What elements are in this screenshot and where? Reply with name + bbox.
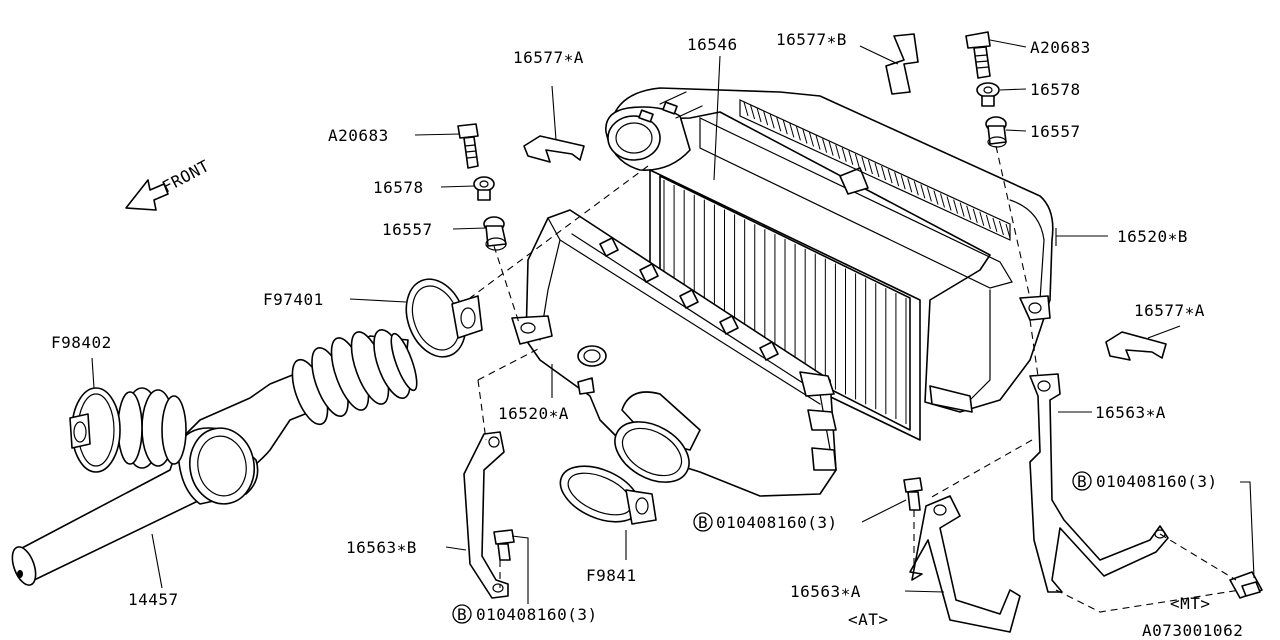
label-bolt-center: 010408160(3) <box>716 513 838 532</box>
label-16578-left: 16578 <box>373 178 424 197</box>
leader-lines <box>91 39 1255 604</box>
label-16563b: 16563∗B <box>346 538 417 557</box>
label-bolt-right: 010408160(3) <box>1096 472 1218 491</box>
label-16557-right: 16557 <box>1030 122 1081 141</box>
bolt-b-bottom <box>903 477 923 511</box>
label-16577b: 16577∗B <box>776 30 847 49</box>
label-16557-left: 16557 <box>382 220 433 239</box>
svg-text:B: B <box>457 605 467 624</box>
bracket-16563a-mt <box>1029 373 1169 593</box>
grommet-16557-right <box>985 116 1007 148</box>
bolt-badge-bottom: B <box>452 604 472 624</box>
clip-16577a-top <box>523 135 585 163</box>
label-16546: 16546 <box>687 35 738 54</box>
label-16520b: 16520∗B <box>1117 227 1188 246</box>
upper-air-cleaner-case <box>605 87 1054 413</box>
hose-clamp-f98402 <box>69 387 121 473</box>
label-14457: 14457 <box>128 590 179 609</box>
label-16577a-top: 16577∗A <box>513 48 584 67</box>
figure-code: A073001062 <box>1142 621 1243 640</box>
front-arrow-icon <box>125 179 169 211</box>
clip-16577a-right <box>1105 331 1167 361</box>
bracket-16563a-at <box>909 495 1021 633</box>
clip-16577b <box>885 33 919 95</box>
bolt-b-right <box>1229 571 1263 599</box>
svg-text:B: B <box>1077 472 1087 491</box>
bolt-b-center <box>493 529 515 561</box>
washer-16578-left <box>473 176 495 201</box>
label-at-note: <AT> <box>848 610 889 629</box>
label-a20683-left: A20683 <box>328 126 389 145</box>
front-label: FRONT <box>159 156 213 197</box>
grommet-16557-left <box>483 216 507 251</box>
label-mt-note: <MT> <box>1170 594 1211 613</box>
label-16578-right: 16578 <box>1030 80 1081 99</box>
case-rib-pattern <box>743 101 1011 239</box>
bolt-badge-right: B <box>1072 471 1092 491</box>
label-16577a-right: 16577∗A <box>1134 301 1205 320</box>
label-16563a-right: 16563∗A <box>1095 403 1166 422</box>
washer-16578-right <box>976 82 1000 107</box>
label-a20683-right: A20683 <box>1030 38 1091 57</box>
label-16563a-bottom: 16563∗A <box>790 582 861 601</box>
intake-duct <box>11 329 418 586</box>
label-bolt-bottom: 010408160(3) <box>476 605 598 624</box>
lower-air-cleaner-case <box>511 209 837 497</box>
label-f9841: F9841 <box>586 566 637 585</box>
bolt-a20683-left <box>457 123 479 169</box>
label-f98402: F98402 <box>51 333 112 352</box>
bolt-badge-center: B <box>693 512 713 532</box>
label-16520a: 16520∗A <box>498 404 569 423</box>
bolt-a20683-right <box>965 31 991 79</box>
alignment-lines <box>469 145 1241 613</box>
hose-clamp-f9841 <box>559 465 657 525</box>
bracket-16563b <box>463 431 509 599</box>
label-f97401: F97401 <box>263 290 324 309</box>
svg-text:B: B <box>698 513 708 532</box>
hose-clamp-f97401 <box>405 278 483 358</box>
